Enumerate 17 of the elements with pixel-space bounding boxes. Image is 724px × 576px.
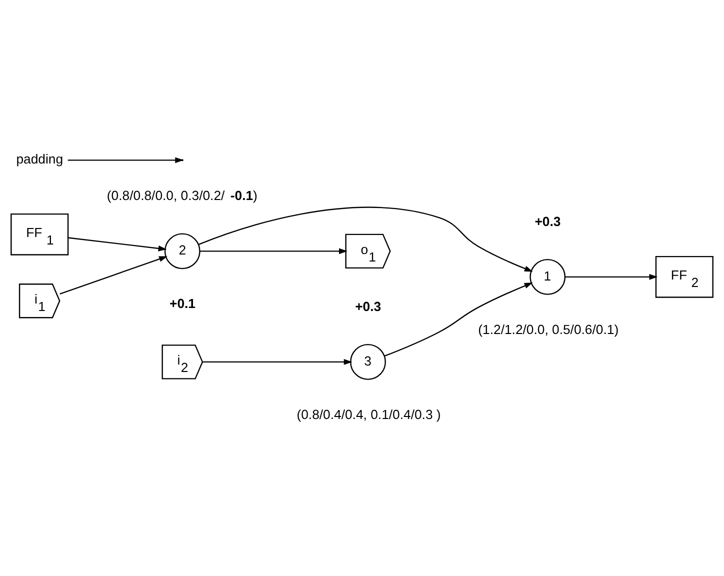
arrow [68, 237, 167, 252]
arrow [60, 256, 168, 295]
node-label: +0.1 [170, 296, 196, 311]
node-text: padding [16, 152, 64, 167]
arrow [198, 206, 533, 272]
node-label: +0.3 [355, 298, 382, 314]
node-label: +0.3 [534, 214, 561, 229]
node-label: (1.2/1.2/0.0, 0.5/0.6/0.1) [478, 322, 619, 338]
arrow [202, 359, 352, 365]
arrow [384, 282, 533, 357]
node-circle: 2 [164, 233, 200, 270]
node-label: (0.8/0.8/0.0, 0.3/0.2/ -0.1) [106, 188, 258, 204]
arrow [565, 274, 658, 280]
node-circle: 3 [350, 344, 386, 380]
node-label: (0.8/0.4/0.4, 0.1/0.4/0.3 ) [296, 407, 441, 422]
node-circle: 1 [530, 258, 566, 295]
arrow [200, 248, 348, 254]
